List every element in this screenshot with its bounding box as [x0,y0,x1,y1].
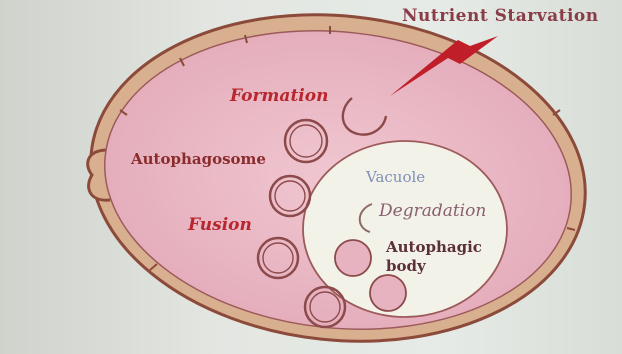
nutrient-starvation-label: Nutrient Starvation [402,8,599,25]
autophagic-body-label: Autophagic body [386,238,476,276]
autophagic-body-1 [335,240,371,276]
degradation-label: Degradation [379,203,486,220]
autophagosome-label: Autophagosome [131,152,266,167]
autophagic-body-2 [370,275,406,311]
vacuole-label: Vacuole [366,170,425,185]
fusion-label: Fusion [188,217,252,234]
formation-label: Formation [230,88,328,105]
